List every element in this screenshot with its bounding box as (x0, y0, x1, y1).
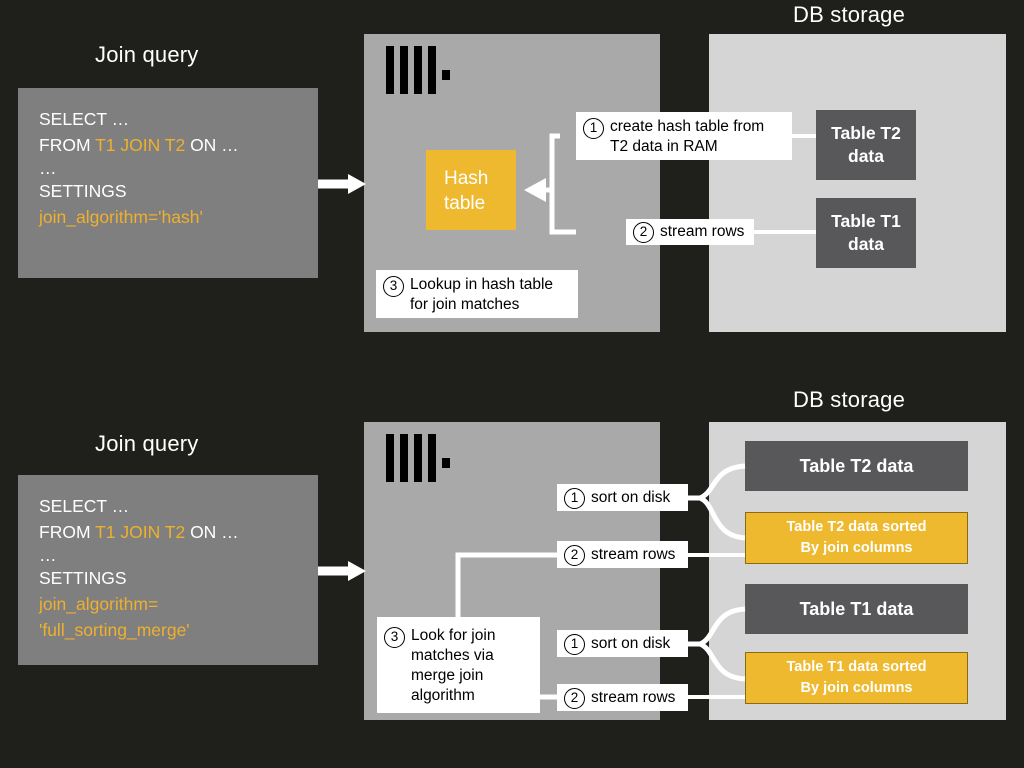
callout-text: sort on disk (591, 488, 671, 506)
step-number-badge: 2 (564, 544, 585, 566)
table-chip-line1: Table T2 (831, 123, 901, 143)
table-chip-line1: Table T2 data sorted (786, 519, 927, 535)
table-chip-line1: Table T1 data sorted (786, 659, 927, 675)
heading-join-query-merge: Join query (95, 431, 199, 456)
query-line-from: FROM T1 JOIN T2 ON … (39, 132, 297, 158)
table-chip-text: Table T1 data (799, 598, 914, 619)
query-join-clause: T1 JOIN T2 (95, 135, 186, 155)
step-number-badge: 1 (564, 487, 585, 509)
table-chip-t2-data-sorted: Table T2 data sorted By join columns (745, 512, 968, 564)
query-line-settings: SETTINGS (39, 568, 127, 588)
callout-text: Look for join matches via merge join alg… (411, 627, 496, 704)
arrow-query-to-engine-merge (318, 561, 366, 581)
step-number-badge: 2 (564, 687, 585, 709)
callout-merge-join-lookup: 3 Look for join matches via merge join a… (377, 617, 540, 713)
step-number-badge: 2 (633, 222, 654, 243)
callout-text: stream rows (660, 223, 745, 240)
table-chip-line1: Table T1 (831, 211, 901, 231)
query-on-clause: ON … (185, 522, 239, 542)
step-number-badge: 1 (564, 633, 585, 655)
clickhouse-logo-icon (386, 46, 450, 94)
heading-db-storage-bottom: DB storage (793, 387, 906, 412)
callout-lookup-hash-table: 3 Lookup in hash table for join matches (376, 270, 578, 318)
query-box-hash: SELECT … FROM T1 JOIN T2 ON … … SETTINGS… (18, 88, 318, 278)
query-line-from: FROM T1 JOIN T2 ON … (39, 519, 297, 545)
query-line-settings: SETTINGS (39, 181, 127, 201)
table-chip-t1-data: Table T1 data (816, 198, 916, 268)
arrow-query-to-engine-hash (318, 174, 366, 194)
query-line-select: SELECT … (39, 109, 130, 129)
callout-text: Lookup in hash table for join matches (410, 276, 554, 313)
step-number-badge: 3 (384, 627, 405, 648)
callout-text: stream rows (591, 545, 676, 563)
callout-sort-on-disk-t2: 1 sort on disk (557, 484, 688, 511)
table-chip-t2-data: Table T2 data (816, 110, 916, 180)
hash-table-box: Hash table (426, 150, 516, 230)
table-chip-text: Table T2 data (799, 455, 914, 476)
table-chip-line2: data (848, 234, 884, 254)
storage-panel-hash (709, 34, 1006, 332)
query-from-keyword: FROM (39, 522, 96, 542)
clickhouse-logo-icon (386, 434, 450, 482)
query-join-clause: T1 JOIN T2 (95, 522, 186, 542)
step-number-badge: 1 (583, 118, 604, 139)
table-chip-t2-data-unsorted: Table T2 data (745, 441, 968, 491)
heading-join-query-hash: Join query (95, 42, 199, 67)
table-chip-line2: By join columns (800, 540, 913, 556)
query-line-join-algorithm: join_algorithm='hash' (39, 207, 203, 227)
hash-table-label-line1: Hash (444, 168, 489, 189)
callout-stream-rows-hash: 2 stream rows (626, 219, 754, 245)
heading-db-storage-top: DB storage (793, 2, 906, 27)
query-line-ellipsis: … (39, 545, 57, 565)
callout-text: create hash table from T2 data in RAM (610, 118, 765, 155)
table-chip-line2: By join columns (800, 680, 913, 696)
query-line-ellipsis: … (39, 158, 57, 178)
callout-text: stream rows (591, 688, 676, 706)
query-line-select: SELECT … (39, 496, 130, 516)
table-chip-t1-data-sorted: Table T1 data sorted By join columns (745, 652, 968, 704)
query-from-keyword: FROM (39, 135, 96, 155)
query-line-join-algorithm-value: 'full_sorting_merge' (39, 620, 190, 640)
query-on-clause: ON … (185, 135, 239, 155)
callout-sort-on-disk-t1: 1 sort on disk (557, 630, 688, 657)
callout-create-hash-table: 1 create hash table from T2 data in RAM (576, 112, 792, 160)
query-box-merge: SELECT … FROM T1 JOIN T2 ON … … SETTINGS… (18, 475, 318, 665)
table-chip-line2: data (848, 146, 884, 166)
query-line-join-algorithm: join_algorithm= (39, 594, 159, 614)
table-chip-t1-data-unsorted: Table T1 data (745, 584, 968, 634)
callout-text: sort on disk (591, 634, 671, 652)
hash-table-label-line2: table (444, 193, 486, 214)
callout-stream-rows-t2: 2 stream rows (557, 541, 688, 568)
callout-stream-rows-t1: 2 stream rows (557, 684, 688, 711)
step-number-badge: 3 (383, 276, 404, 297)
